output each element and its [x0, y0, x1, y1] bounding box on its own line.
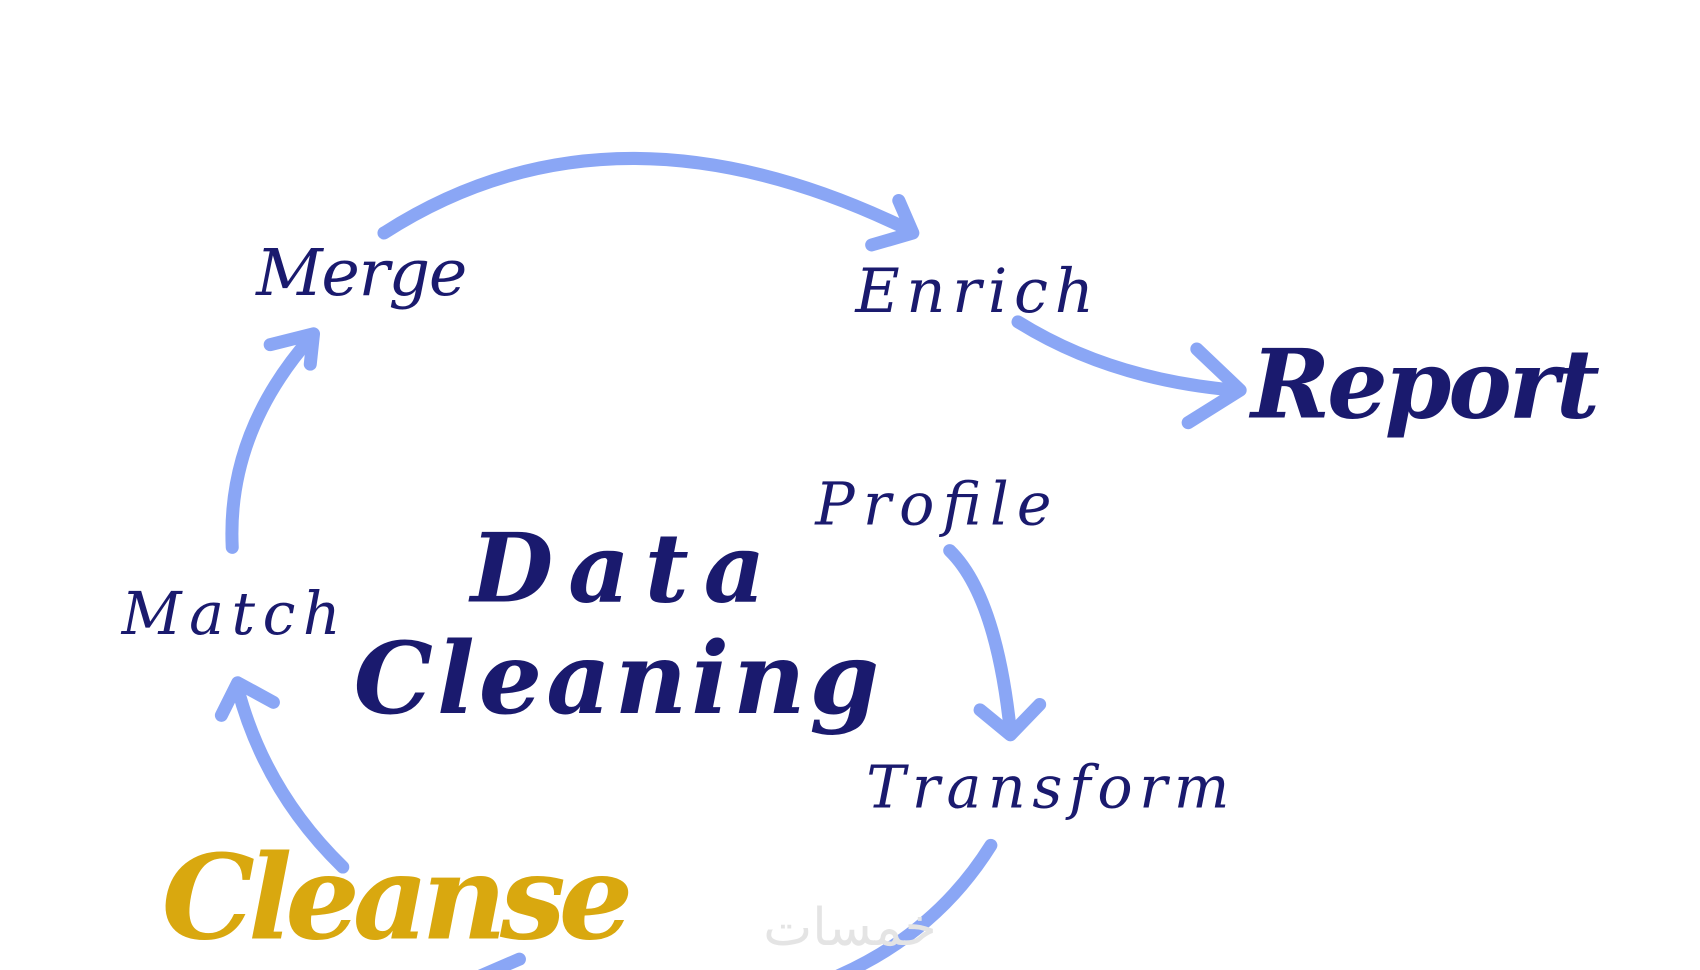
arrow-enrich-to-report-head: [1181, 342, 1247, 430]
arrow-merge-to-enrich-head: [865, 194, 920, 252]
step-report: Report: [1248, 328, 1600, 440]
arrow-profile-to-transform-head: [973, 697, 1047, 742]
arrow-merge-to-enrich: [377, 152, 911, 240]
arrow-cleanse-to-match: [231, 681, 350, 874]
step-enrich: Enrich: [854, 257, 1093, 327]
step-merge: Merge: [255, 236, 467, 311]
step-cleanse: Cleanse: [162, 829, 633, 967]
arrow-enrich-to-report: [1011, 315, 1242, 397]
arrows: [214, 152, 1247, 970]
title-line-1: Data: [468, 513, 766, 625]
arrow-match-to-merge: [225, 331, 317, 554]
title-line-2: Cleaning: [354, 619, 880, 737]
arrow-cleanse-bottom: [477, 952, 526, 970]
arrow-match-to-merge-head: [263, 327, 321, 371]
arrow-profile-to-transform: [943, 544, 1017, 739]
step-transform: Transform: [866, 753, 1229, 821]
watermark: خمسات: [763, 898, 936, 958]
arrow-transform-to-cleanse: [835, 838, 998, 970]
step-profile: Profile: [814, 471, 1051, 539]
arrow-cleanse-to-match-head: [214, 676, 280, 722]
step-match: Match: [121, 580, 341, 648]
